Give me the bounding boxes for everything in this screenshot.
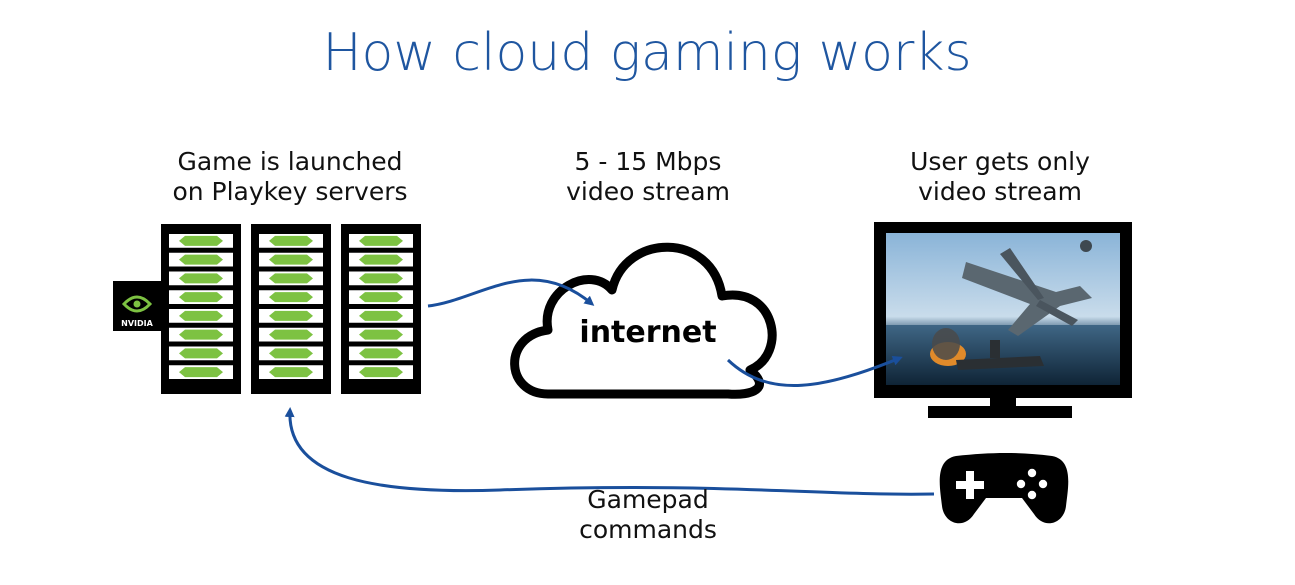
airplane-image <box>962 240 1092 336</box>
server-led <box>269 235 313 246</box>
cloud-icon: internet <box>510 242 777 399</box>
server-led <box>179 292 223 303</box>
user-label-line1: User gets only <box>910 147 1090 176</box>
server-rack-icon <box>251 224 331 394</box>
server-racks <box>161 224 421 394</box>
arrow-gamepad-to-servers <box>284 407 935 496</box>
arrow-internet-to-user <box>726 355 903 387</box>
gamepad-label-line2: commands <box>579 515 717 544</box>
server-led <box>179 329 223 340</box>
server-led <box>179 367 223 378</box>
arrow-servers-to-internet <box>427 278 595 308</box>
cloud-label: internet <box>579 315 716 350</box>
server-led <box>179 348 223 359</box>
nvidia-logo: NVIDIA <box>113 281 161 331</box>
stream-label-line1: 5 - 15 Mbps <box>575 147 722 176</box>
stream-label-line2: video stream <box>566 177 730 206</box>
server-led <box>179 273 223 284</box>
server-led <box>269 367 313 378</box>
server-led <box>359 292 403 303</box>
gamepad-label-line1: Gamepad <box>587 485 708 514</box>
server-led <box>359 310 403 321</box>
server-led <box>269 348 313 359</box>
server-led <box>359 367 403 378</box>
ship-explosion-image <box>930 328 1044 370</box>
server-led <box>179 310 223 321</box>
page-title: How cloud gaming works <box>322 23 971 83</box>
servers-label-line1: Game is launched <box>177 147 402 176</box>
server-led <box>359 329 403 340</box>
server-led <box>269 329 313 340</box>
server-led <box>269 273 313 284</box>
server-rack-icon <box>161 224 241 394</box>
server-rack-icon <box>341 224 421 394</box>
monitor-icon <box>874 222 1132 418</box>
server-led <box>359 235 403 246</box>
server-led <box>269 254 313 265</box>
server-led <box>269 292 313 303</box>
nvidia-badge-text: NVIDIA <box>121 319 153 328</box>
server-led <box>359 348 403 359</box>
gamepad-icon <box>939 453 1069 524</box>
server-led <box>179 254 223 265</box>
server-led <box>179 235 223 246</box>
server-led <box>359 254 403 265</box>
server-led <box>359 273 403 284</box>
server-led <box>269 310 313 321</box>
servers-label-line2: on Playkey servers <box>172 177 407 206</box>
user-label-line2: video stream <box>918 177 1082 206</box>
